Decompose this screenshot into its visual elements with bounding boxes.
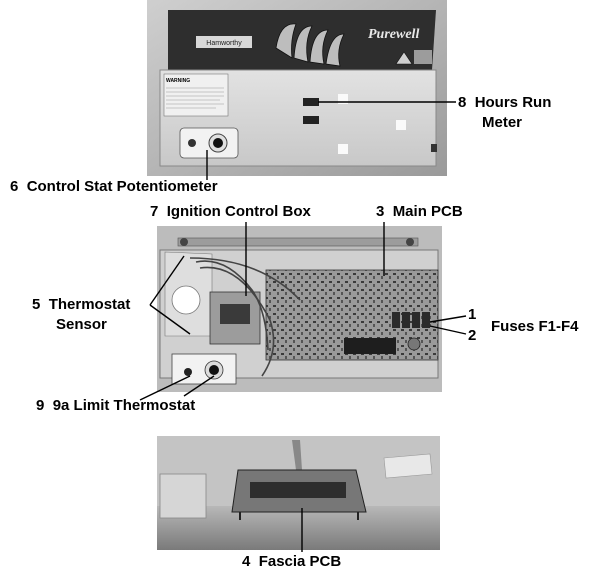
callout-thermostat-sensor-line2: Sensor <box>56 316 107 333</box>
callout-number: 9 <box>36 397 45 414</box>
rail-screw-left <box>180 238 188 246</box>
callout-text: 9a Limit Thermostat <box>52 397 196 414</box>
callout-number: 8 <box>458 94 467 111</box>
warning-label <box>163 73 229 117</box>
callout-main-pcb: 3 Main PCB <box>376 203 463 220</box>
limit-thermostat-knob <box>209 365 219 375</box>
callout-control-stat-potentiometer: 6 Control Stat Potentiometer <box>10 178 218 195</box>
pcb-connector-block <box>344 338 396 354</box>
warning-triangle-icon <box>395 51 413 65</box>
fuse-f2 <box>402 312 410 328</box>
rail-screw-right <box>406 238 414 246</box>
callout-text: Meter <box>482 114 523 131</box>
right-logo-text: Purewell <box>368 27 419 42</box>
fascia-side-plate <box>159 473 207 519</box>
cover-clip <box>431 144 437 152</box>
callout-text: Thermostat <box>48 296 131 313</box>
fascia-ribbon-cable <box>292 440 302 470</box>
warning-note <box>414 50 432 64</box>
leader-limit-9a <box>183 375 215 397</box>
hours-run-meter-lower <box>303 116 319 124</box>
left-logo-plate <box>196 36 252 48</box>
photo-internal <box>157 226 442 392</box>
callout-number: 6 <box>10 178 19 195</box>
flame-logo-icon <box>275 23 345 67</box>
callout-ignition-control-box: 7 Ignition Control Box <box>150 203 311 220</box>
cover-indicator-3 <box>338 144 348 154</box>
warning-label-lines <box>166 87 224 109</box>
callout-number: 7 <box>150 203 159 220</box>
callout-number: 3 <box>376 203 385 220</box>
fascia-pcb-components <box>250 482 346 498</box>
callout-text: Hours Run <box>474 94 552 111</box>
callout-limit-thermostat: 9 9a Limit Thermostat <box>36 397 195 414</box>
hours-run-meter-upper <box>303 98 319 106</box>
leader-lines <box>139 101 467 552</box>
callout-number: 1 <box>468 306 477 323</box>
control-stat-knob <box>213 138 223 148</box>
fascia-label-sticker <box>383 453 433 479</box>
top-rail <box>177 237 419 247</box>
leader-sensor-a <box>149 255 185 306</box>
callout-number: 2 <box>468 327 477 344</box>
fuse-f3 <box>412 312 420 328</box>
fuse-f1 <box>392 312 400 328</box>
callout-fuse-number-2: 2 <box>468 327 476 344</box>
leader-limit-9 <box>139 375 191 401</box>
callout-text: Ignition Control Box <box>166 203 311 220</box>
photo-fascia <box>157 436 440 550</box>
warning-label-text: WARNING <box>166 78 190 84</box>
callout-number: 5 <box>32 296 41 313</box>
callout-fuse-number-1: 1 <box>468 306 476 323</box>
leader-fuse-1 <box>429 315 467 323</box>
leader-sensor-b <box>149 304 191 335</box>
callout-number: 4 <box>242 553 251 570</box>
callout-fuses: Fuses F1-F4 <box>491 318 579 335</box>
pcb-potentiometer <box>407 337 421 351</box>
left-logo-text: Hamworthy <box>206 40 242 47</box>
control-stat-indicator <box>188 139 196 147</box>
photo-front-cover: Hamworthy Purewell WARNING <box>147 0 447 176</box>
callout-fascia-pcb: 4 Fascia PCB <box>242 553 341 570</box>
callout-text: Fuses F1-F4 <box>491 318 579 335</box>
ignition-box-label <box>220 304 250 324</box>
callout-hours-run-meter: 8 Hours Run <box>458 94 551 111</box>
leader-fuse-2 <box>429 325 467 335</box>
cable-gland-hole <box>171 285 201 315</box>
callout-text: Main PCB <box>392 203 463 220</box>
limit-thermostat-indicator <box>184 368 192 376</box>
callout-hours-run-meter-line2: Meter <box>482 114 522 131</box>
sensor-wiring <box>189 257 301 377</box>
fuse-f4 <box>422 312 430 328</box>
cover-indicator-2 <box>396 120 406 130</box>
callout-text: Sensor <box>56 316 107 333</box>
cover-indicator-1 <box>338 94 348 104</box>
callout-text: Control Stat Potentiometer <box>26 178 218 195</box>
callout-text: Fascia PCB <box>258 553 342 570</box>
callout-thermostat-sensor: 5 Thermostat <box>32 296 130 313</box>
